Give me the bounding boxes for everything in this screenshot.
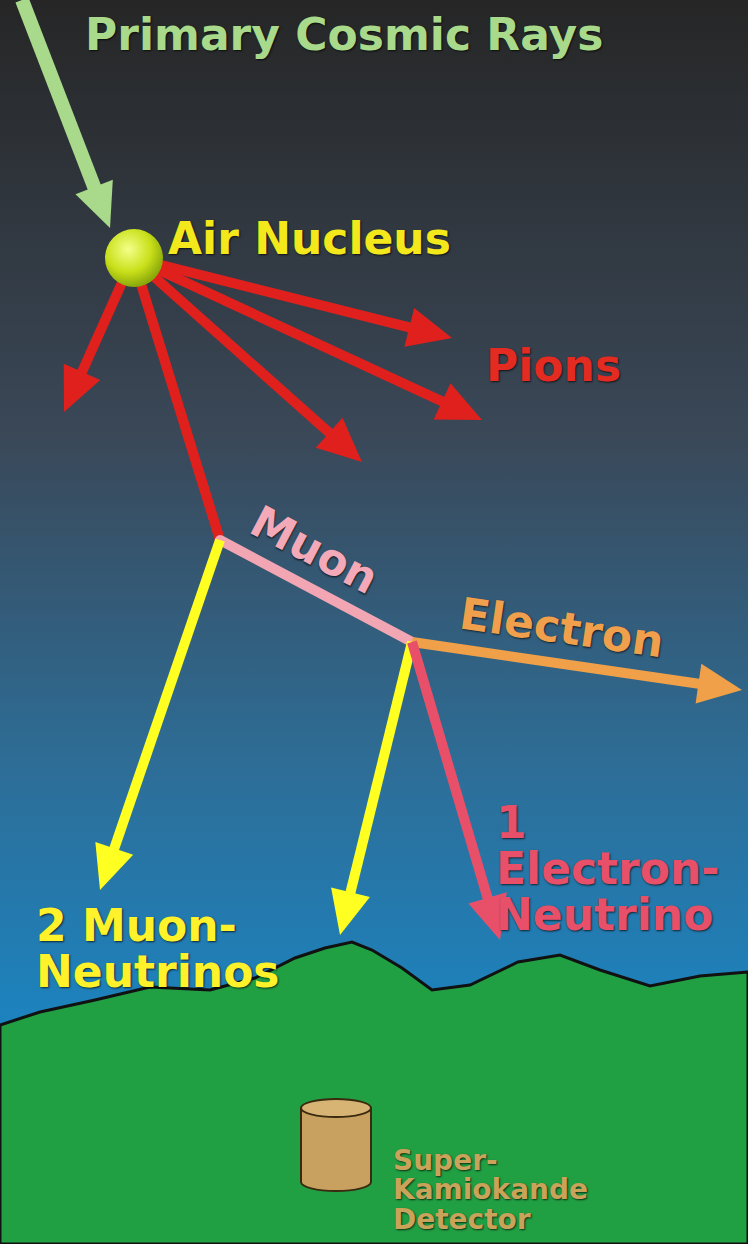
pions-label: Pions bbox=[486, 343, 621, 389]
cylinder-top bbox=[301, 1099, 371, 1117]
electron-neutrino-arrow-shaft bbox=[412, 642, 488, 900]
detector-node: Super-Kamiokande Detector bbox=[296, 1096, 667, 1239]
muon-neutrino-arrow-shaft bbox=[114, 540, 220, 850]
electron-arrow-head bbox=[696, 664, 742, 704]
cylinder-body bbox=[301, 1108, 371, 1191]
cosmic-ray-arrow-shaft bbox=[22, 0, 95, 189]
muon-neutrino-arrow-shaft bbox=[350, 642, 412, 894]
pion-arrow-head bbox=[434, 383, 482, 420]
particle-arrows bbox=[22, 0, 742, 940]
muon-neutrino-arrow-head bbox=[331, 887, 370, 935]
pion-arrow-head bbox=[64, 364, 101, 412]
air-nucleus-node: Air Nucleus bbox=[102, 212, 455, 294]
pion-track-shaft bbox=[133, 258, 220, 540]
cosmic-rays-label: Primary Cosmic Rays bbox=[85, 12, 603, 58]
muon-neutrinos-label: 2 Muon- Neutrinos bbox=[36, 903, 298, 995]
cosmic-ray-arrow-head bbox=[75, 180, 112, 228]
nucleus-ball bbox=[105, 229, 163, 287]
electron-neutrino-label: 1 Electron- Neutrino bbox=[496, 800, 742, 939]
pion-arrow-head bbox=[316, 418, 362, 462]
pion-arrow-head bbox=[404, 308, 452, 347]
detector-cylinder bbox=[296, 1096, 376, 1194]
nucleus-label: Air Nucleus bbox=[168, 216, 451, 262]
pion-arrow-shaft bbox=[133, 258, 444, 402]
muon-neutrino-arrow-head bbox=[95, 842, 133, 890]
nucleus-circle bbox=[102, 226, 166, 290]
detector-label: Super-Kamiokande Detector bbox=[393, 1146, 663, 1234]
